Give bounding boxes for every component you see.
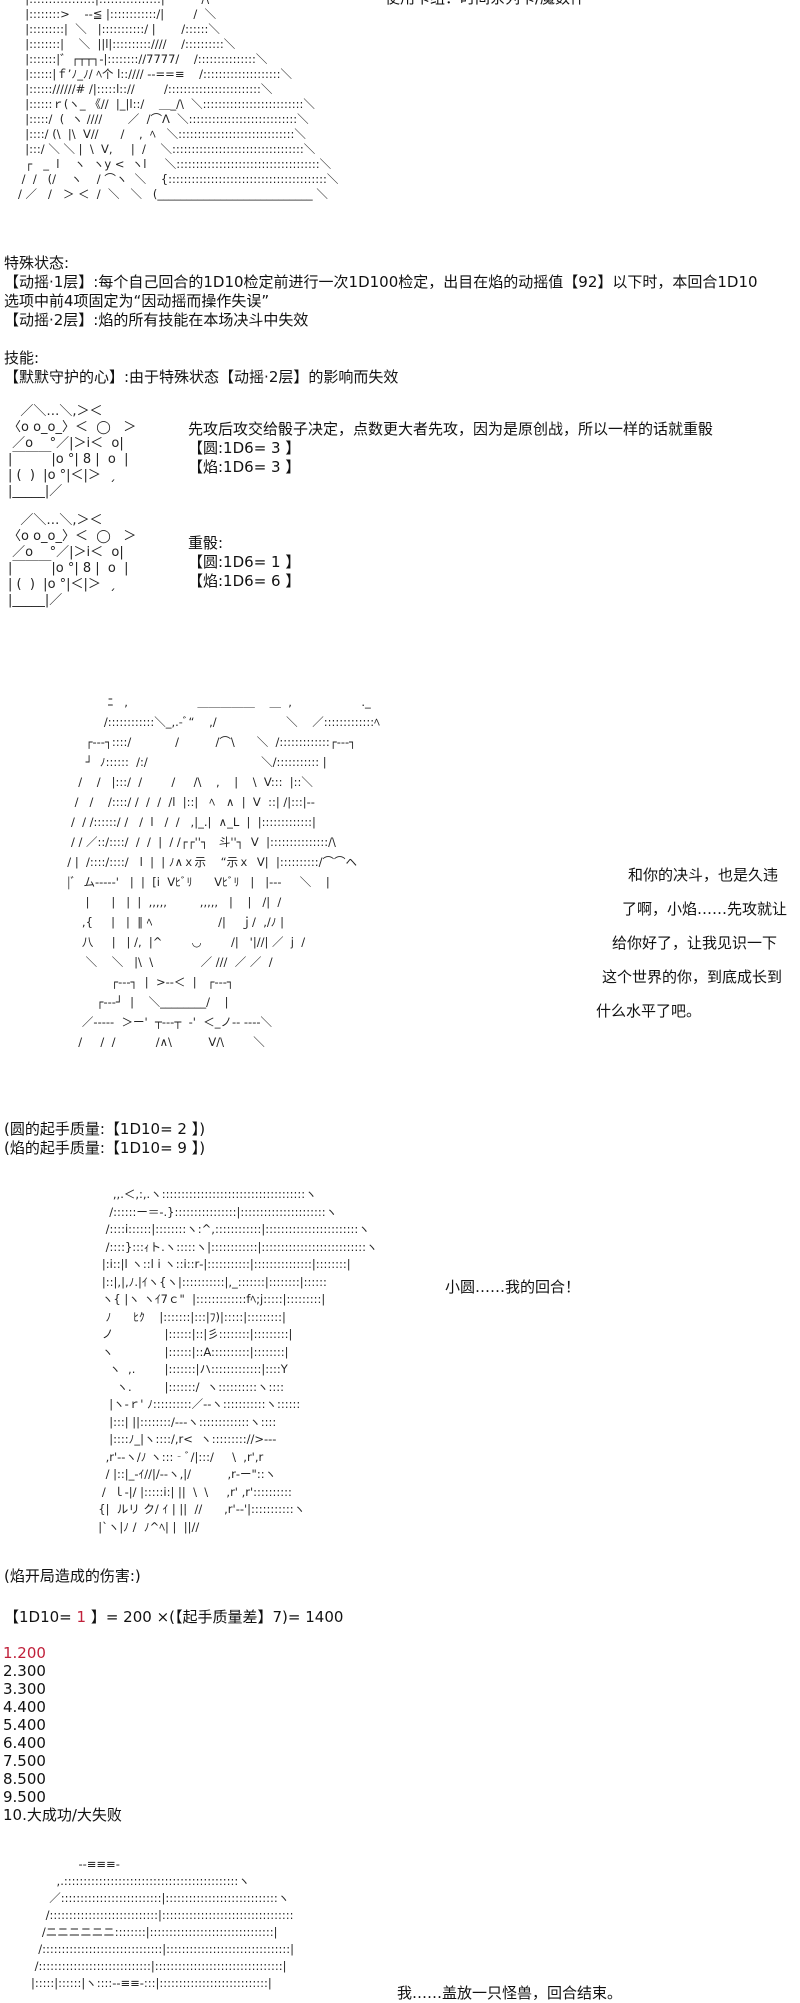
aa-top-art: |:::::::::::::::::|::::::::::::::::| /\ … <box>18 0 339 201</box>
damage-row: 1.200 <box>3 1644 46 1662</box>
status-title: 特殊状态: <box>4 254 70 272</box>
end-text: 我……盖放一只怪兽，回合结束。 <box>397 1984 623 2002</box>
dice1-homura: 【焰:1D6= 3 】 <box>188 458 301 476</box>
damage-row: 4.400 <box>3 1698 46 1716</box>
damage-row: 9.500 <box>3 1788 46 1806</box>
madoka-speech-line: 给你好了，让我见识一下 <box>612 934 778 952</box>
dice2-homura: 【焰:1D6= 6 】 <box>188 572 301 590</box>
dice-art: ／＼…＼,＞＜ 〈o o_o_〉＜ ◯ ＞ ／o °／|＞i＜ o| |￣￣￣|… <box>8 513 137 608</box>
bottom-art: ‐‐≡≡≡‐ ,.:::::::::::::::::::::::::::::::… <box>30 1857 294 1990</box>
dice-art: ／＼…＼,＞＜ 〈o o_o_〉＜ ◯ ＞ ／o °／|＞i＜ o| |￣￣￣|… <box>8 404 137 499</box>
header-cut-text: 使用卡组：时间系列卡/魔数件 <box>385 0 585 8</box>
status-line: 选项中前4项固定为“因动摇而操作失误” <box>4 292 270 310</box>
madoka-speech-line: 这个世界的你，到底成长到 <box>602 968 783 986</box>
madoka-speech-line: 和你的决斗，也是久违 <box>628 866 779 884</box>
madoka-art: ﾆ , ＿＿＿＿＿ ＿ , ._ /::::::::::::＼_,.-ﾞ“ ,/… <box>67 695 380 1049</box>
damage-row: 6.400 <box>3 1734 46 1752</box>
madoka-speech-line: 了啊，小焰……先攻就让 <box>622 900 788 918</box>
madoka-hand-quality: (圆的起手质量:【1D10= 2 】) <box>4 1120 206 1138</box>
skills-line: 【默默守护的心】:由于特殊状态【动摇·2层】的影响而失效 <box>4 368 399 386</box>
damage-row: 8.500 <box>3 1770 46 1788</box>
skills-title: 技能: <box>4 349 40 367</box>
damage-row: 10.大成功/大失败 <box>3 1806 122 1824</box>
dice2-text: 重骰: <box>188 534 224 552</box>
dice2-madoka: 【圆:1D6= 1 】 <box>188 553 301 571</box>
homura-hand-quality: (焰的起手质量:【1D10= 9 】) <box>4 1139 206 1157</box>
damage-row: 5.400 <box>3 1716 46 1734</box>
damage-row: 2.300 <box>3 1662 46 1680</box>
madoka-speech-line: 什么水平了吧。 <box>596 1002 702 1020</box>
formula-post: 】= 200 ×(【起手质量差】7)= 1400 <box>86 1608 344 1626</box>
status-line: 【动摇·2层】:焰的所有技能在本场决斗中失效 <box>4 311 309 329</box>
damage-row: 7.500 <box>3 1752 46 1770</box>
damage-title: (焰开局造成的伤害:) <box>4 1567 141 1585</box>
homura-art: ,,.＜,:,.ヽ:::::::::::::::::::::::::::::::… <box>98 1187 378 1534</box>
dice1-madoka: 【圆:1D6= 3 】 <box>188 439 301 457</box>
status-line: 【动摇·1层】:每个自己回合的1D10检定前进行一次1D100检定，出目在焰的动… <box>4 273 758 291</box>
damage-formula: 【1D10= 1 】= 200 ×(【起手质量差】7)= 1400 <box>4 1608 343 1627</box>
formula-pre: 【1D10= <box>4 1608 77 1626</box>
formula-roll: 1 <box>76 1608 87 1626</box>
damage-row: 3.300 <box>3 1680 46 1698</box>
homura-speech: 小圆……我的回合！ <box>445 1278 581 1296</box>
dice1-text: 先攻后攻交给骰子决定，点数更大者先攻，因为是原创战，所以一样的话就重骰 <box>188 420 714 438</box>
